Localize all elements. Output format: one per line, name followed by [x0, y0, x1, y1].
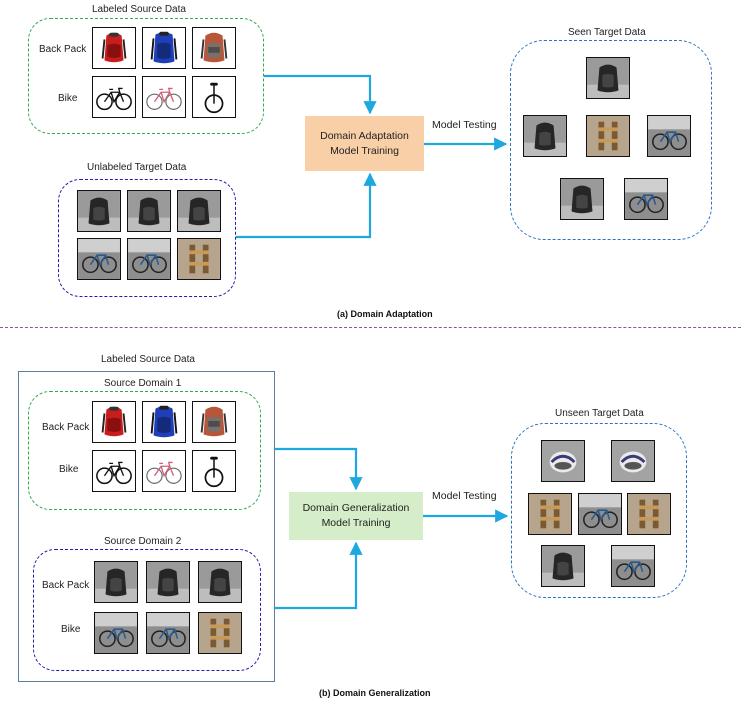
seen-target-title: Seen Target Data [568, 27, 646, 38]
row-label-bike: Bike [58, 93, 78, 104]
unseen-target-title: Unseen Target Data [555, 408, 644, 419]
row-label-backpack-b1: Back Pack [42, 422, 90, 433]
photo-backpack-icon [177, 190, 221, 232]
process-line2-b: Model Training [321, 517, 391, 529]
photo-bike-icon [127, 238, 171, 280]
photo-backpack-icon [541, 545, 585, 587]
photo-bike-icon [77, 238, 121, 280]
photo-bike-icon [611, 545, 655, 587]
unlabeled-target-group [58, 179, 236, 297]
unlabeled-target-title: Unlabeled Target Data [87, 162, 187, 173]
process-line2: Model Training [330, 144, 399, 157]
photo-backpack-icon [127, 190, 171, 232]
photo-bike-icon [624, 178, 668, 220]
arrow-source-to-training [264, 74, 377, 115]
source-domain-1-title: Source Domain 1 [104, 378, 182, 389]
photo-bike-icon [647, 115, 691, 157]
backpack-blue-icon [142, 27, 186, 69]
photo-backpack-icon [77, 190, 121, 232]
row-label-backpack-b2: Back Pack [42, 580, 90, 591]
bike-black-icon [92, 450, 136, 492]
photo-bike-icon [94, 612, 138, 654]
caption-domain-generalization: (b) Domain Generalization [319, 688, 431, 698]
labeled-source-group [28, 18, 264, 134]
labeled-source-title: Labeled Source Data [92, 4, 186, 15]
photo-rack-icon [586, 115, 630, 157]
photo-backpack-icon [560, 178, 604, 220]
source-domain-2-title: Source Domain 2 [104, 536, 182, 547]
row-label-bike-b2: Bike [61, 624, 81, 635]
backpack-orange-icon [192, 401, 236, 443]
photo-backpack-icon [586, 57, 630, 99]
process-line1-b: Domain Generalization [302, 502, 410, 514]
photo-backpack-icon [146, 561, 190, 603]
domain-generalization-process: Domain Generalization Model Training [289, 492, 423, 540]
source-domain-1-group [28, 391, 261, 510]
section-separator [0, 327, 741, 328]
backpack-red-icon [92, 401, 136, 443]
arrow-target-to-training [236, 172, 377, 239]
backpack-blue-icon [142, 401, 186, 443]
process-line1: Domain Adaptation [320, 129, 409, 142]
photo-rack-icon [177, 238, 221, 280]
unicycle-icon [192, 450, 236, 492]
photo-bike-icon [578, 493, 622, 535]
photo-backpack-icon [198, 561, 242, 603]
model-testing-label: Model Testing [432, 119, 497, 131]
arrow-source2-to-training [275, 541, 363, 610]
photo-helmet-icon [541, 440, 585, 482]
row-label-bike-b1: Bike [59, 464, 79, 475]
bike-pink-icon [142, 450, 186, 492]
backpack-red-icon [92, 27, 136, 69]
photo-rack-icon [528, 493, 572, 535]
bike-black-icon [92, 76, 136, 118]
photo-backpack-icon [523, 115, 567, 157]
photo-bike-icon [146, 612, 190, 654]
photo-rack-icon [627, 493, 671, 535]
model-testing-label-b: Model Testing [432, 490, 497, 502]
unseen-target-group [511, 423, 687, 598]
seen-target-group [510, 40, 712, 240]
row-label-backpack: Back Pack [39, 44, 87, 55]
labeled-source-title-b: Labeled Source Data [101, 354, 195, 365]
unicycle-icon [192, 76, 236, 118]
photo-backpack-icon [94, 561, 138, 603]
domain-adaptation-process: Domain Adaptation Model Training [305, 116, 424, 171]
backpack-orange-icon [192, 27, 236, 69]
photo-rack-icon [198, 612, 242, 654]
caption-domain-adaptation: (a) Domain Adaptation [337, 309, 433, 319]
bike-pink-icon [142, 76, 186, 118]
arrow-source1-to-training [275, 447, 363, 491]
source-domain-2-group [33, 549, 261, 671]
photo-helmet-icon [611, 440, 655, 482]
labeled-source-frame [18, 371, 275, 682]
